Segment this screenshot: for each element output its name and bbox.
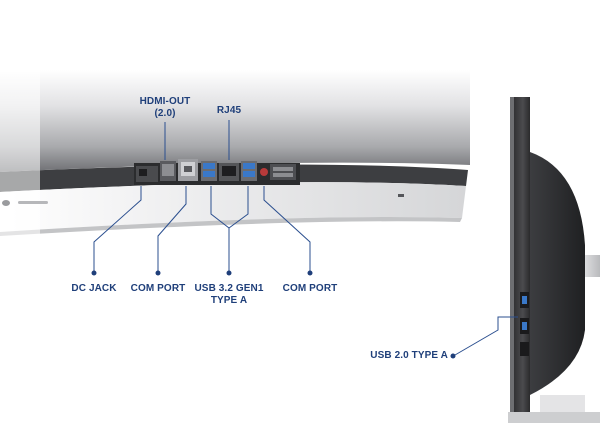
leader-dots [91, 270, 456, 359]
callout-usb32-line1: USB 3.2 GEN1 [194, 283, 264, 294]
callout-hdmi-out-line2: (2.0) [154, 108, 176, 119]
leader-lines [93, 120, 518, 356]
callout-com-port-left: COM PORT [122, 283, 194, 295]
callout-usb20: USB 2.0 TYPE A [360, 350, 448, 362]
callout-rj45-line1: RJ45 [216, 105, 242, 116]
callout-usb32-line2: TYPE A [210, 295, 248, 306]
callout-dc-jack: DC JACK [62, 283, 126, 295]
callout-dc-jack-line1: DC JACK [71, 283, 117, 294]
io-port-panel [134, 159, 300, 185]
callout-hdmi-out-line1: HDMI-OUT [139, 96, 191, 107]
callout-hdmi-out: HDMI-OUT (2.0) [128, 96, 202, 120]
monitor-bottom-view [0, 70, 470, 240]
callout-com-port-right: COM PORT [274, 283, 346, 295]
callout-usb32: USB 3.2 GEN1 TYPE A [189, 283, 269, 307]
callout-usb20-line1: USB 2.0 TYPE A [370, 350, 448, 361]
monitor-side-view [508, 97, 600, 423]
callout-com-port-left-line1: COM PORT [130, 283, 186, 294]
callout-rj45: RJ45 [205, 105, 253, 117]
callout-com-port-right-line1: COM PORT [282, 283, 338, 294]
